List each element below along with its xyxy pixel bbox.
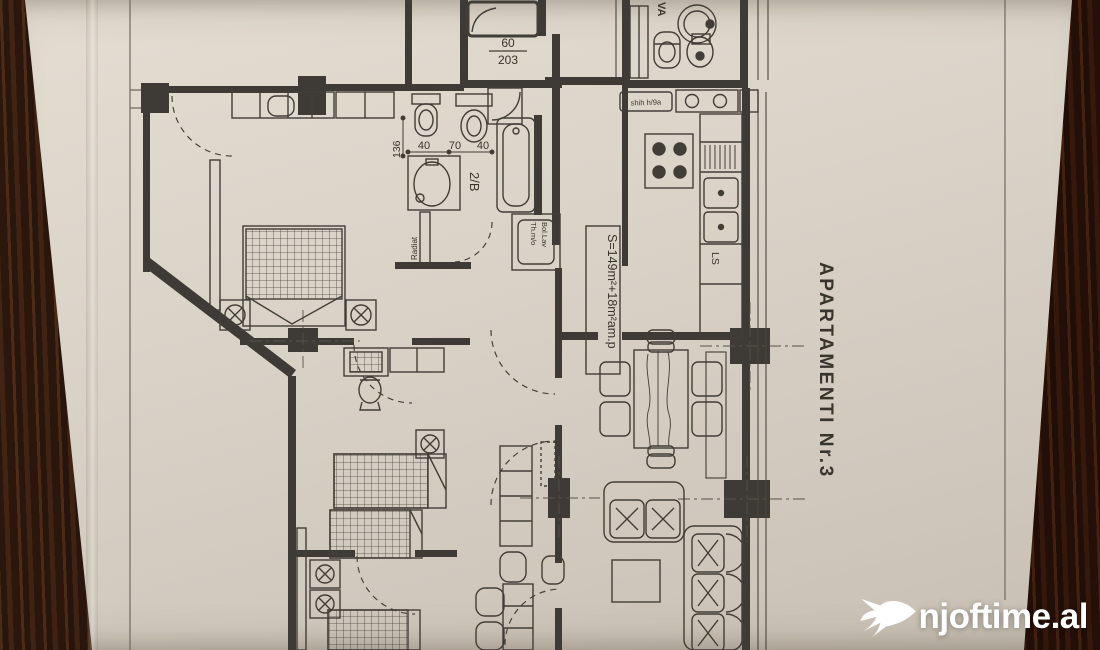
bathroom-top	[619, 4, 759, 113]
plan-frame	[129, 0, 1006, 650]
dim-bath-depth: 136	[391, 140, 403, 158]
wardrobe	[231, 91, 335, 119]
dining-table	[633, 349, 689, 449]
bidet	[411, 93, 441, 105]
sink	[703, 211, 739, 243]
swallow-bird-icon	[860, 598, 917, 638]
wall-cabinet	[296, 527, 307, 650]
counter-box	[675, 89, 739, 113]
bidet	[653, 31, 681, 69]
desk	[502, 583, 534, 650]
label-wc-top: VA	[655, 2, 667, 17]
sofa-3seat	[683, 525, 743, 650]
window-lines	[615, 0, 769, 650]
lamp-icon	[350, 304, 372, 326]
paper-crease	[86, 0, 98, 650]
sofa-2seat	[603, 481, 685, 543]
chair	[475, 587, 505, 617]
balcony-door-leaf	[705, 351, 727, 479]
kitchen	[644, 113, 743, 339]
nightstand	[309, 589, 341, 619]
stool	[358, 376, 382, 404]
chair	[691, 361, 723, 397]
column-centerlines	[250, 302, 805, 542]
door-leaf	[540, 441, 556, 487]
chair	[541, 555, 565, 585]
label-bathroom: 2/B	[467, 172, 482, 192]
nightstand	[345, 299, 377, 331]
dressing-table	[343, 347, 389, 377]
watermark-text: njoftime.al	[918, 597, 1088, 636]
chair	[691, 401, 723, 437]
living-room	[599, 329, 746, 650]
side-cabinet	[209, 159, 221, 311]
dim-entry-height: 203	[498, 53, 518, 67]
boiler-unit	[511, 213, 561, 271]
entry	[466, 0, 540, 52]
lamp-icon	[420, 434, 440, 454]
label-note: shih h/9a	[631, 97, 663, 107]
stove	[644, 133, 694, 189]
nightstand	[309, 559, 341, 589]
chair	[646, 329, 676, 345]
nightstand	[219, 299, 251, 331]
sink	[703, 177, 739, 209]
kitchen-counter	[699, 113, 743, 339]
note-box	[619, 91, 673, 112]
area-label: S=149m²+18m²am.p	[605, 234, 619, 349]
plan-title: APARTAMENTI Nr.3	[815, 262, 836, 479]
toilet	[686, 36, 714, 68]
chair	[599, 401, 631, 437]
chair	[267, 95, 295, 117]
bedroom-3	[296, 527, 421, 650]
bedroom-2	[329, 347, 447, 559]
lamp-icon	[224, 304, 246, 326]
label-boiler-2: Bol.Lav	[540, 222, 549, 247]
labels: 60 203 40 70 40 136 2/B Radiat Th.m/o Bo…	[391, 2, 836, 479]
dim-entry-width: 60	[501, 36, 515, 50]
watermark: njoftime.al	[859, 596, 1088, 638]
area-label-box: S=149m²+18m²am.p	[585, 225, 621, 375]
dim-bath-2: 70	[449, 140, 461, 152]
label-radiator: Radiat	[410, 236, 419, 260]
vanity-sink	[407, 155, 461, 211]
lamp-icon	[315, 594, 335, 614]
chair	[646, 453, 676, 469]
chair	[499, 551, 527, 583]
double-bed	[242, 225, 346, 327]
dim-bath-1: 40	[418, 140, 430, 152]
label-boiler-1: Th.m/o	[529, 222, 538, 245]
chair	[475, 621, 505, 650]
toilet	[455, 93, 493, 107]
label-kitchen-ls: LS	[709, 252, 721, 265]
bathroom-2b	[400, 87, 561, 271]
radiator	[419, 211, 431, 265]
shower-corner	[487, 87, 523, 125]
coffee-table	[611, 559, 661, 603]
round-sink	[677, 4, 717, 44]
bedroom-1	[209, 91, 395, 331]
chair	[599, 361, 631, 397]
bathtub	[496, 117, 536, 213]
lamp-icon	[315, 564, 335, 584]
dim-bath-3: 40	[477, 140, 489, 152]
corridor-furniture	[475, 441, 565, 650]
entry-landing	[466, 0, 540, 38]
